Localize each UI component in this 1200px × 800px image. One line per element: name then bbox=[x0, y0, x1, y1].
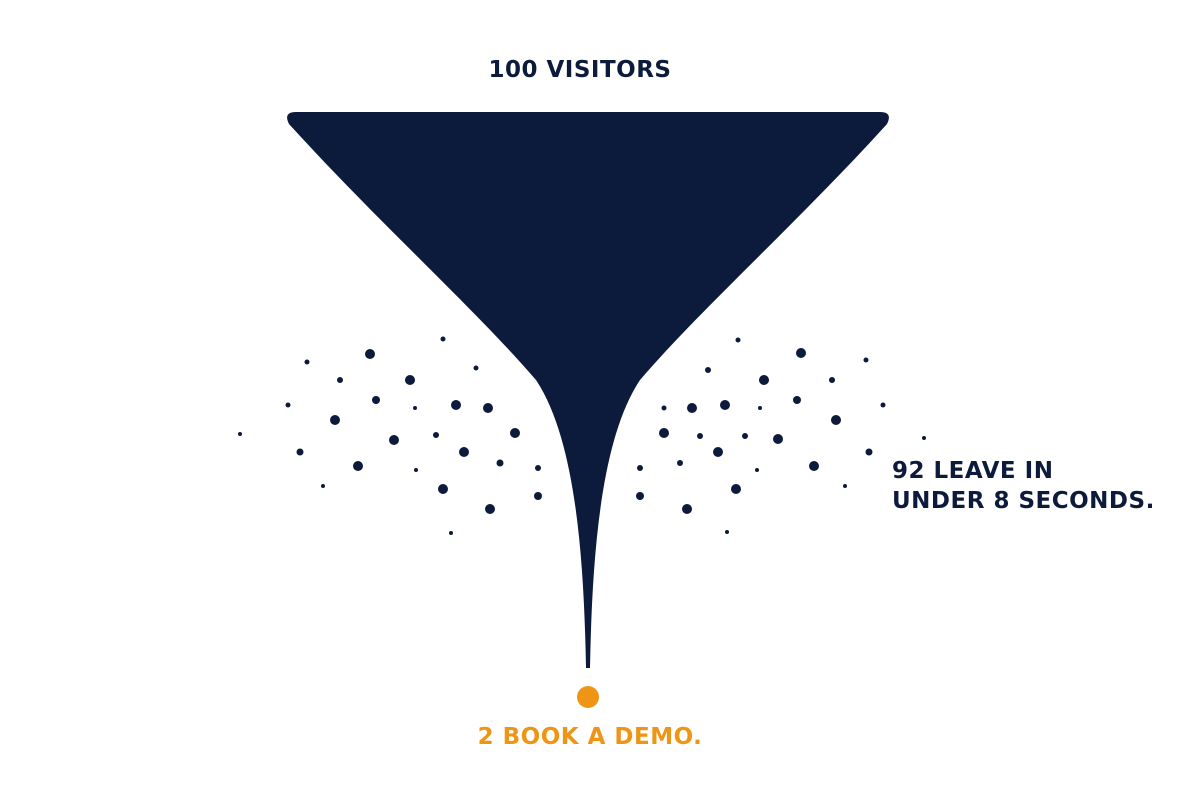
leaving-visitor-dot bbox=[755, 468, 759, 472]
conversion-dot bbox=[577, 686, 599, 708]
leave-label-line1: 92 LEAVE IN bbox=[892, 458, 1054, 484]
leaving-visitor-dot bbox=[843, 484, 847, 488]
leaving-visitor-dot bbox=[353, 461, 363, 471]
funnel-shape bbox=[287, 112, 889, 668]
leaving-visitor-dot bbox=[735, 337, 741, 343]
leave-label-line2: UNDER 8 SECONDS. bbox=[892, 488, 1155, 514]
leaving-visitor-dot bbox=[682, 504, 692, 514]
leaving-visitor-dot bbox=[304, 359, 310, 365]
leaving-visitor-dot bbox=[405, 375, 415, 385]
leaving-visitor-dot bbox=[773, 434, 783, 444]
leaving-visitor-dot bbox=[661, 405, 667, 411]
leaving-visitor-dot bbox=[880, 402, 886, 408]
leaving-visitor-dot bbox=[413, 406, 417, 410]
visitors-label: 100 VISITORS bbox=[488, 57, 672, 83]
leaving-visitor-dot bbox=[510, 428, 520, 438]
leaving-visitor-dot bbox=[796, 348, 806, 358]
leave-label: 92 LEAVE IN UNDER 8 SECONDS. bbox=[892, 456, 1155, 516]
leaving-visitor-dot bbox=[485, 504, 495, 514]
leaving-visitor-dot bbox=[922, 436, 926, 440]
leaving-visitor-dot bbox=[829, 377, 835, 383]
leaving-visitor-dot bbox=[697, 433, 703, 439]
leaving-visitor-dot bbox=[863, 357, 869, 363]
leaving-visitor-dot bbox=[389, 435, 399, 445]
leaving-visitor-dot bbox=[459, 447, 469, 457]
leaving-visitor-dot bbox=[637, 465, 643, 471]
leaving-visitor-dot bbox=[451, 400, 461, 410]
leaving-visitor-dot bbox=[285, 402, 291, 408]
leaving-visitor-dot bbox=[449, 531, 453, 535]
leaving-visitor-dot bbox=[321, 484, 325, 488]
leaving-visitor-dot bbox=[496, 459, 504, 467]
leaving-visitor-dot bbox=[440, 336, 446, 342]
leaving-visitor-dot bbox=[687, 403, 697, 413]
leaving-visitor-dot bbox=[725, 530, 729, 534]
leaving-visitor-dot bbox=[831, 415, 841, 425]
leaving-visitor-dot bbox=[438, 484, 448, 494]
demo-label: 2 BOOK A DEMO. bbox=[477, 724, 703, 750]
leaving-visitor-dot bbox=[677, 460, 683, 466]
leaving-visitor-dot bbox=[534, 492, 542, 500]
leaving-visitor-dot bbox=[365, 349, 375, 359]
leaving-visitor-dot bbox=[742, 433, 748, 439]
leaving-visitor-dot bbox=[473, 365, 479, 371]
leaving-visitor-dot bbox=[372, 396, 380, 404]
leaving-visitor-dot bbox=[720, 400, 730, 410]
leaving-visitor-dot bbox=[865, 448, 873, 456]
leaving-visitor-dot bbox=[705, 367, 711, 373]
leaving-visitor-dot bbox=[535, 465, 541, 471]
leaving-visitor-dot bbox=[731, 484, 741, 494]
leaving-visitor-dot bbox=[330, 415, 340, 425]
leaving-visitor-dot bbox=[414, 468, 418, 472]
leaving-visitor-dot bbox=[238, 432, 242, 436]
leaving-visitor-dot bbox=[758, 406, 762, 410]
leaving-visitor-dot bbox=[713, 447, 723, 457]
leaving-visitor-dot bbox=[337, 377, 343, 383]
leaving-visitor-dot bbox=[809, 461, 819, 471]
leaving-visitor-dot bbox=[433, 432, 439, 438]
leaving-visitor-dot bbox=[659, 428, 669, 438]
leaving-visitor-dot bbox=[483, 403, 493, 413]
leaving-dots-left bbox=[238, 336, 542, 535]
leaving-visitor-dot bbox=[759, 375, 769, 385]
leaving-visitor-dot bbox=[296, 448, 304, 456]
leaving-visitor-dot bbox=[636, 492, 644, 500]
leaving-dots-right bbox=[636, 337, 926, 534]
leaving-visitor-dot bbox=[793, 396, 801, 404]
